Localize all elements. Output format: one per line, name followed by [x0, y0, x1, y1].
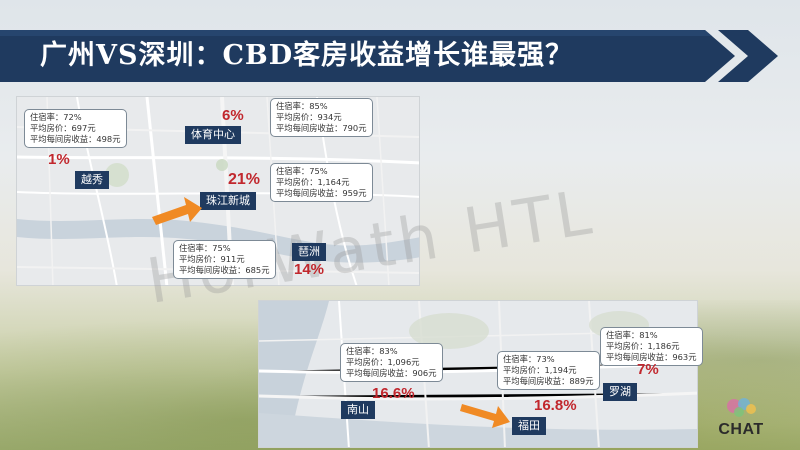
growth-pct-futian: 16.8% [534, 397, 577, 414]
info-box-tiyuzhongxin: 住宿率：85% 平均房价：934元 平均每间房收益：790元 [270, 98, 373, 137]
info-box-pazhou: 住宿率：75% 平均房价：911元 平均每间房收益：685元 [173, 240, 276, 279]
occupancy-text: 住宿率：72% [30, 112, 82, 122]
district-label-pazhou: 琶洲 [292, 243, 326, 261]
adr-text: 平均房价：1,164元 [276, 177, 350, 187]
district-label-luohu: 罗湖 [603, 383, 637, 401]
district-label-futian: 福田 [512, 417, 546, 435]
district-label-zhujiangxincheng: 珠江新城 [200, 192, 256, 210]
growth-pct-yuexiu: 1% [48, 151, 70, 168]
occupancy-text: 住宿率：85% [276, 101, 328, 111]
growth-pct-luohu: 7% [637, 361, 659, 378]
occupancy-text: 住宿率：83% [346, 346, 398, 356]
revpar-text: 平均每间房收益：790元 [276, 123, 367, 133]
district-label-nanshan: 南山 [341, 401, 375, 419]
info-box-nanshan: 住宿率：83% 平均房价：1,096元 平均每间房收益：906元 [340, 343, 443, 382]
info-box-futian: 住宿率：73% 平均房价：1,194元 平均每间房收益：889元 [497, 351, 600, 390]
orange-arrow-icon [460, 404, 510, 428]
district-label-tiyuzhongxin: 体育中心 [185, 126, 241, 144]
shenzhen-road-network [259, 301, 697, 447]
growth-pct-tiyuzhongxin: 6% [222, 107, 244, 124]
adr-text: 平均房价：911元 [179, 254, 245, 264]
district-label-yuexiu: 越秀 [75, 171, 109, 189]
occupancy-text: 住宿率：81% [606, 330, 658, 340]
adr-text: 平均房价：1,194元 [503, 365, 577, 375]
growth-pct-pazhou: 14% [294, 261, 325, 278]
revpar-text: 平均每间房收益：498元 [30, 134, 121, 144]
info-box-luohu: 住宿率：81% 平均房价：1,186元 平均每间房收益：963元 [600, 327, 703, 366]
revpar-text: 平均每间房收益：906元 [346, 368, 437, 378]
chat-logo: CHAT [706, 393, 776, 439]
revpar-text: 平均每间房收益：959元 [276, 188, 367, 198]
shenzhen-map [258, 300, 698, 448]
adr-text: 平均房价：697元 [30, 123, 96, 133]
growth-pct-nanshan: 16.6% [372, 385, 415, 402]
page-title: 广州VS深圳：CBD客房收益增长谁最强？ [40, 40, 574, 71]
adr-text: 平均房价：934元 [276, 112, 342, 122]
info-box-zhujiangxincheng: 住宿率：75% 平均房价：1,164元 平均每间房收益：959元 [270, 163, 373, 202]
orange-arrow-icon [152, 197, 202, 225]
revpar-text: 平均每间房收益：963元 [606, 352, 697, 362]
growth-pct-zhujiangxincheng: 21% [228, 171, 261, 188]
occupancy-text: 住宿率：73% [503, 354, 555, 364]
title-banner-shape [0, 30, 778, 82]
chat-logo-icon [727, 398, 756, 417]
revpar-text: 平均每间房收益：685元 [179, 265, 270, 275]
info-box-yuexiu: 住宿率：72% 平均房价：697元 平均每间房收益：498元 [24, 109, 127, 148]
adr-text: 平均房价：1,186元 [606, 341, 680, 351]
logo-text: CHAT [718, 421, 764, 438]
title-bar: 广州VS深圳：CBD客房收益增长谁最强？ [0, 22, 790, 90]
occupancy-text: 住宿率：75% [276, 166, 328, 176]
adr-text: 平均房价：1,096元 [346, 357, 420, 367]
revpar-text: 平均每间房收益：889元 [503, 376, 594, 386]
occupancy-text: 住宿率：75% [179, 243, 231, 253]
